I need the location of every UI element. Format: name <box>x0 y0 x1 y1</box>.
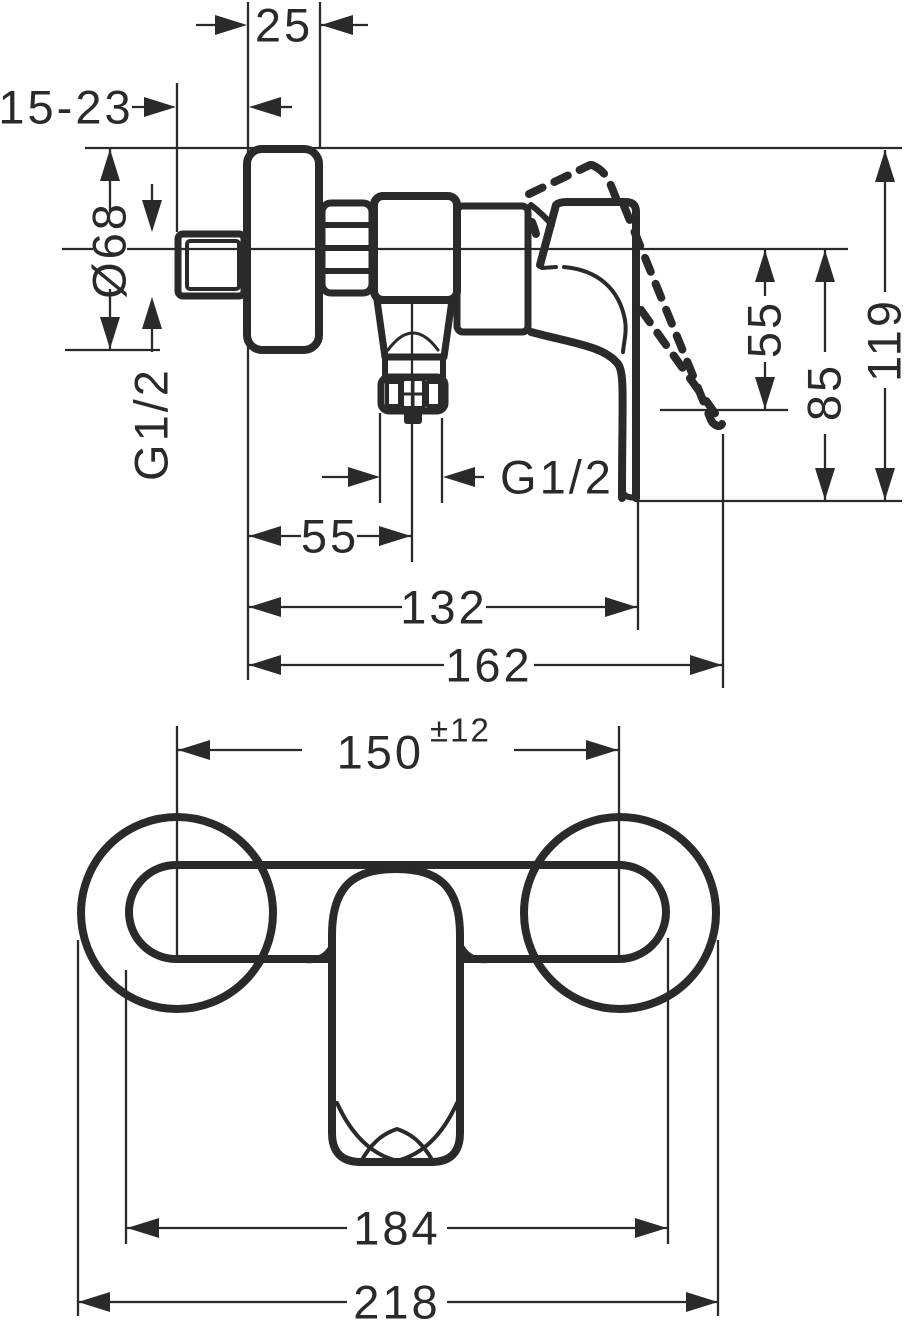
dim-projection-to-lever-label: 132 <box>400 581 487 634</box>
lever-handle-side <box>527 198 640 502</box>
front-view-reference-lines <box>76 726 720 1316</box>
dim-escutcheon-depth-label: 25 <box>255 0 313 52</box>
dim-body-width-label: 184 <box>353 1202 440 1255</box>
dim-escutcheon-depth: 25 <box>196 0 368 52</box>
dim-total-projection-label: 162 <box>445 639 532 692</box>
front-view-drawing: 150 ±12 184 218 <box>76 712 720 1329</box>
dim-outlet-height: 85 <box>798 250 851 500</box>
union-nut <box>318 199 376 297</box>
dim-pipe-center-distance-label: 150 <box>337 726 424 779</box>
dim-lever-clearance: 55 <box>738 250 791 409</box>
dim-pipe-center-tolerance-label: ±12 <box>430 712 491 749</box>
dim-total-height: 119 <box>858 150 911 500</box>
dim-overall-width-label: 218 <box>353 1276 440 1329</box>
dim-thread-depth-label: 15-23 <box>0 81 134 134</box>
outlet-plug <box>404 411 422 424</box>
dim-escutcheon-diameter-label: Ø68 <box>83 201 136 299</box>
dim-inlet-thread: G1/2 <box>125 184 178 481</box>
front-handle-tip-detail <box>335 1101 459 1163</box>
dim-body-width: 184 <box>127 1202 667 1255</box>
dim-outlet-height-label: 85 <box>798 363 851 421</box>
dim-lever-clearance-label: 55 <box>738 300 791 358</box>
front-lever-handle <box>302 865 491 1166</box>
dim-escutcheon-diameter: Ø68 <box>83 149 136 349</box>
dim-outlet-offset-label: 55 <box>301 510 359 563</box>
dim-outlet-offset: 55 <box>249 510 411 563</box>
side-view-drawing: 25 15-23 Ø68 G1/2 <box>0 0 911 692</box>
dim-total-projection: 162 <box>249 639 722 692</box>
dim-thread-depth: 15-23 <box>0 81 292 134</box>
dim-outlet-thread: G1/2 <box>322 451 614 504</box>
dim-projection-to-lever: 132 <box>249 581 637 634</box>
outlet-hose-nut <box>377 373 449 424</box>
dim-overall-width: 218 <box>78 1276 718 1329</box>
lever-handle-raised-dashed <box>525 161 726 431</box>
inlet-nipple <box>174 230 248 300</box>
dim-total-height-label: 119 <box>858 298 911 382</box>
dim-outlet-thread-label: G1/2 <box>500 451 614 504</box>
valve-body <box>370 192 532 380</box>
dim-pipe-center-distance: 150 ±12 <box>178 712 618 779</box>
dim-inlet-thread-label: G1/2 <box>125 367 178 481</box>
